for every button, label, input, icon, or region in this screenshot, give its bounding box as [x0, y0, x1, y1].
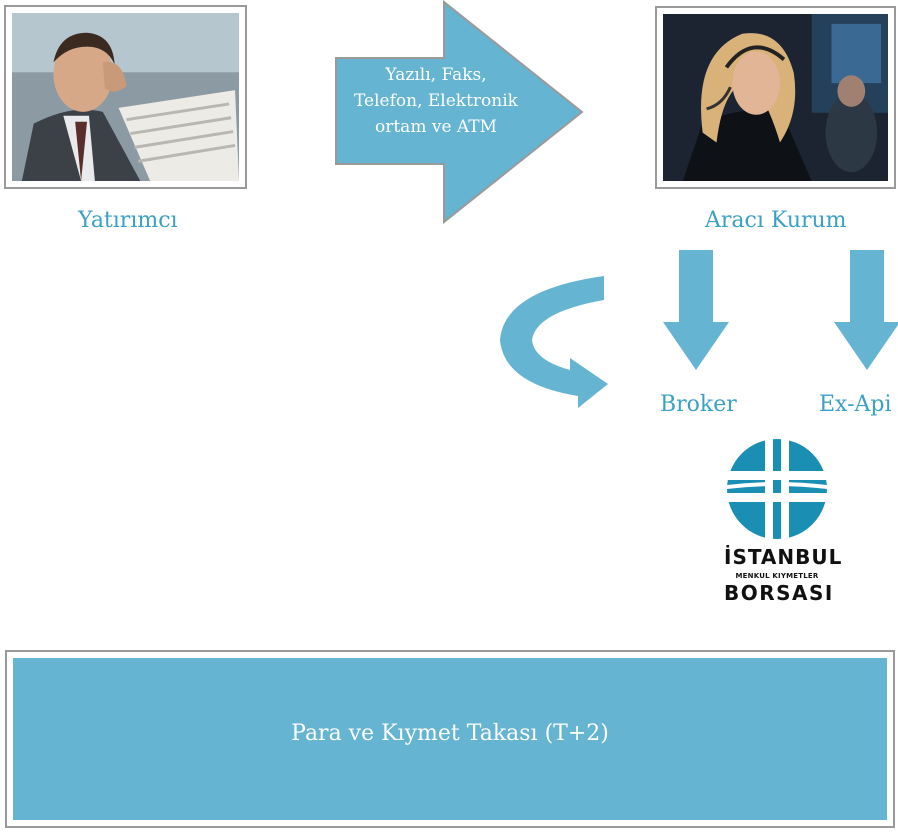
intermediary-label: Aracı Kurum	[705, 208, 847, 233]
investor-label: Yatırımcı	[78, 208, 178, 233]
channel-line-3: ortam ve ATM	[374, 117, 497, 137]
logo-line-2: MENKUL KIYMETLER	[735, 572, 819, 580]
settlement-panel: Para ve Kıymet Takası (T+2)	[13, 658, 887, 820]
investor-illustration	[12, 13, 239, 181]
channel-text: Yazılı, Faks, Telefon, Elektronik ortam …	[336, 62, 536, 140]
intermediary-illustration	[663, 14, 888, 181]
broker-label: Broker	[660, 392, 737, 417]
channel-line-1: Yazılı, Faks,	[385, 65, 487, 85]
settlement-box: Para ve Kıymet Takası (T+2)	[5, 650, 895, 828]
logo-line-3: BORSASI	[724, 581, 834, 605]
arrow-to-exapi	[834, 250, 898, 370]
investor-photo	[4, 5, 247, 189]
exapi-label: Ex-Api	[819, 392, 892, 417]
logo-line-1: İSTANBUL	[724, 545, 843, 569]
channel-line-2: Telefon, Elektronik	[354, 91, 518, 111]
curved-arrow	[500, 276, 608, 408]
arrow-to-broker	[663, 250, 729, 370]
settlement-label: Para ve Kıymet Takası (T+2)	[291, 720, 609, 746]
channel-arrow-shape	[335, 0, 584, 224]
borsa-logo: İSTANBUL MENKUL KIYMETLER BORSASI	[724, 439, 843, 609]
intermediary-photo	[655, 6, 896, 189]
borsa-emblem-icon	[727, 439, 827, 539]
